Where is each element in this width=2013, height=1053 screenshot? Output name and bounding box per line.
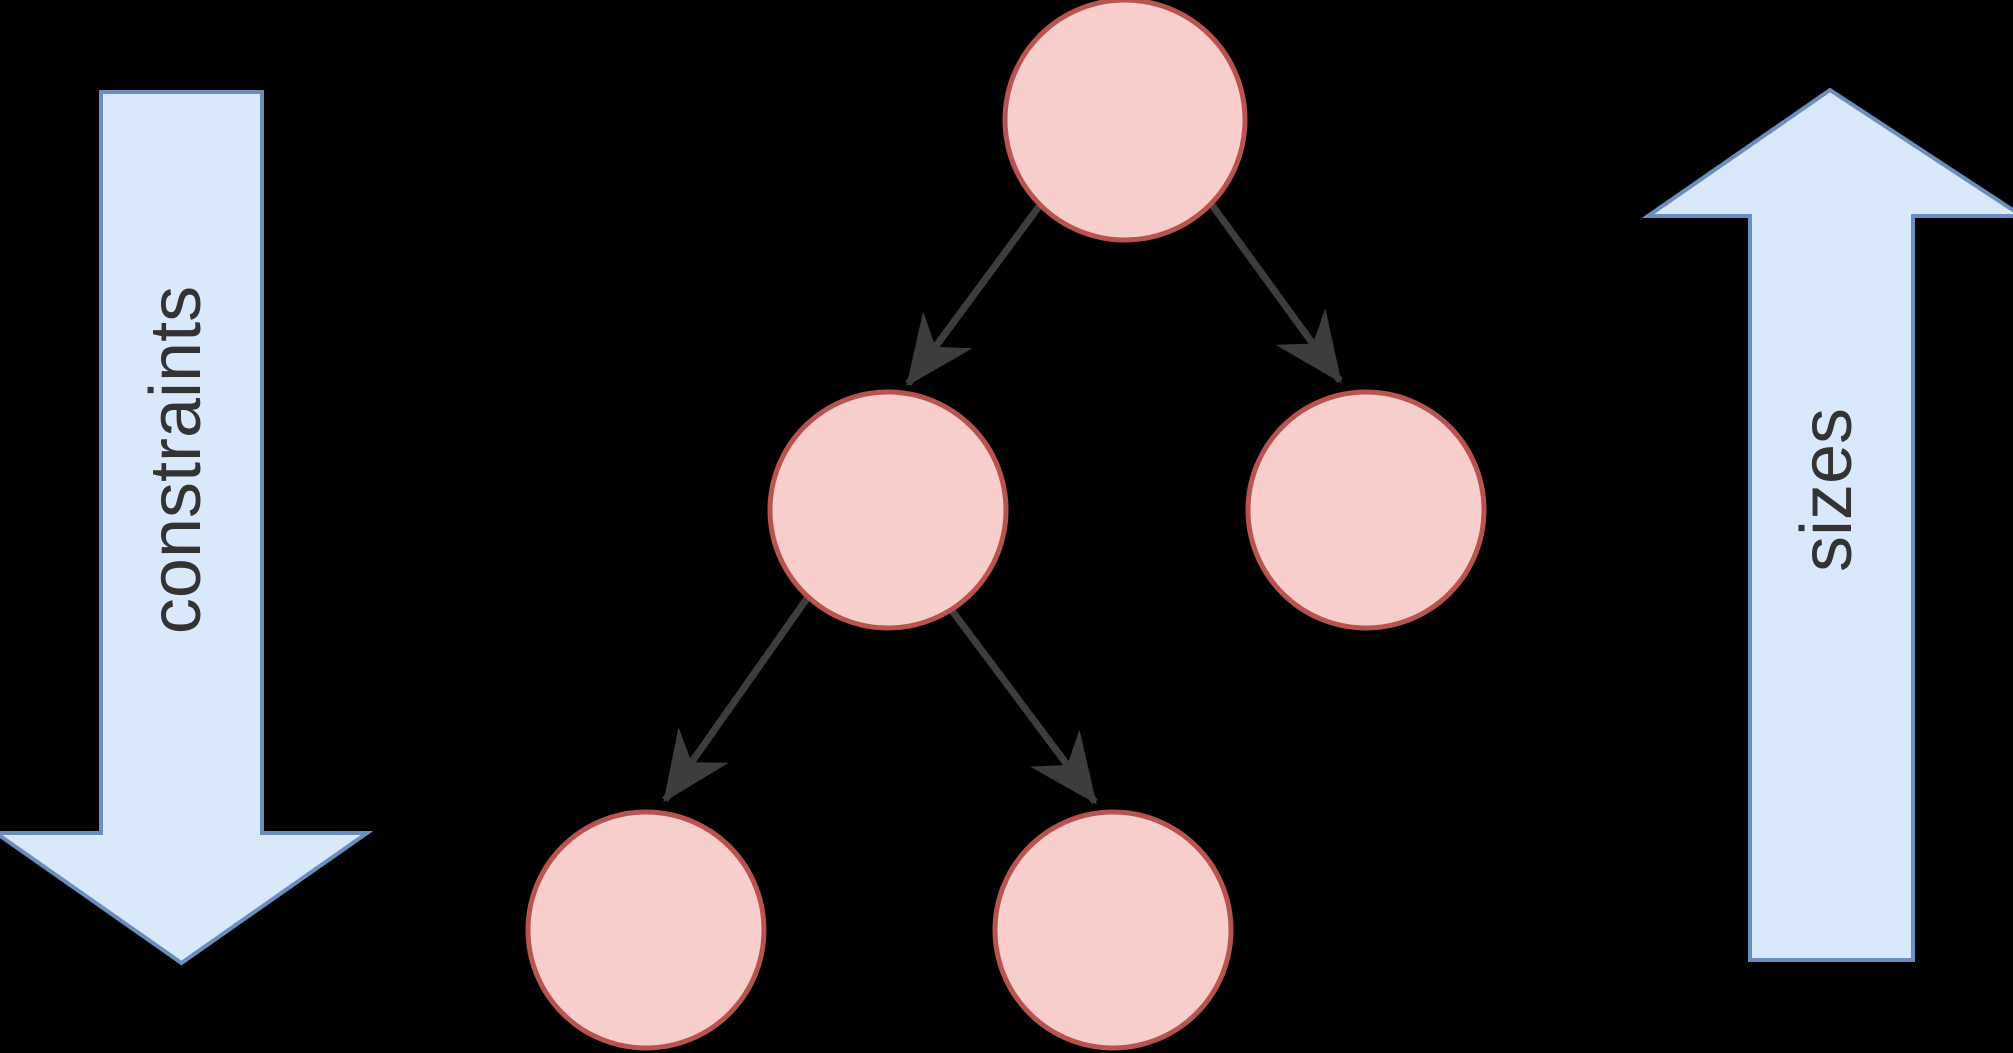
edge-mid-left-to-leaf-left — [662, 594, 811, 803]
edge-root-to-mid-left — [905, 202, 1043, 387]
tree-nodes — [525, 0, 1487, 1051]
tree-node-mid-left[interactable] — [767, 389, 1009, 631]
sizes-arrow-up-icon — [1641, 87, 2013, 962]
sizes-arrow-label: sizes — [1787, 408, 1867, 572]
tree-node-leaf-right[interactable] — [992, 809, 1234, 1051]
constraints-arrow-down-icon — [0, 90, 374, 966]
constraints-arrow-label: constraints — [136, 286, 216, 634]
sizes-arrow-group: sizes — [1641, 87, 2013, 962]
edge-root-to-mid-right — [1209, 202, 1343, 384]
tree-edges — [662, 202, 1343, 805]
constraints-arrow-group: constraints — [0, 90, 374, 966]
tree-node-root[interactable] — [1002, 0, 1248, 243]
tree-node-mid-right[interactable] — [1245, 389, 1487, 631]
edge-mid-left-to-leaf-right — [947, 605, 1098, 805]
tree-node-leaf-left[interactable] — [525, 809, 767, 1051]
